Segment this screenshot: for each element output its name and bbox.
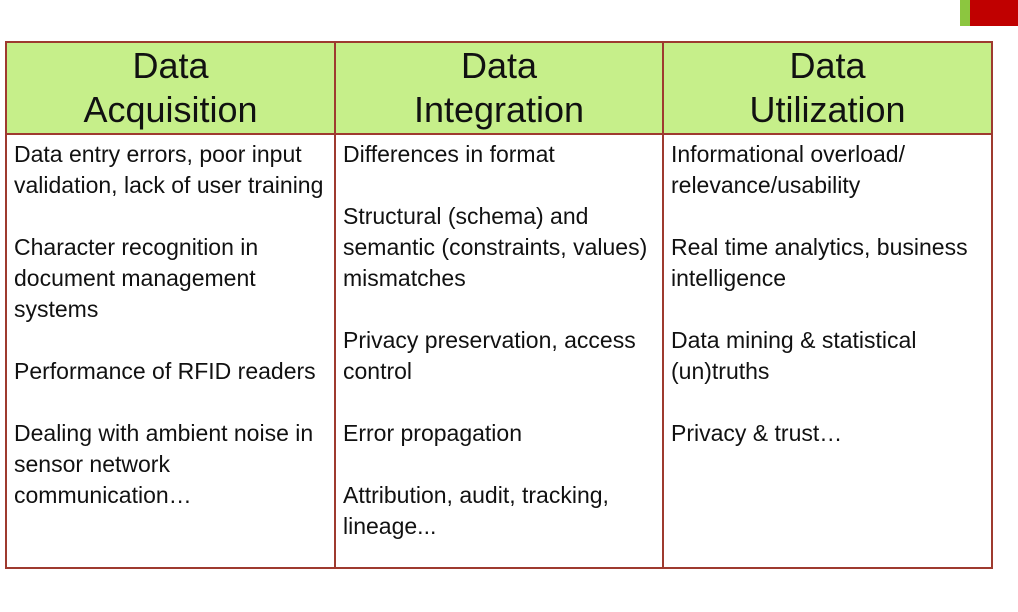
header-data-integration: Data Integration bbox=[334, 41, 664, 135]
list-item: Performance of RFID readers bbox=[14, 358, 316, 384]
header-line: Data bbox=[132, 45, 209, 86]
list-item: Structural (schema) and semantic (constr… bbox=[343, 203, 648, 291]
header-line: Utilization bbox=[749, 89, 906, 130]
header-line: Acquisition bbox=[83, 89, 258, 130]
header-row: Data Acquisition Data Integration Data U… bbox=[5, 41, 993, 135]
header-line: Data bbox=[789, 45, 866, 86]
body-row: Data entry errors, poor input validation… bbox=[5, 133, 993, 569]
list-item: Character recognition in document manage… bbox=[14, 234, 259, 322]
integration-cell: Differences in format Structural (schema… bbox=[334, 133, 664, 569]
header-line: Data bbox=[460, 45, 538, 86]
list-item: Real time analytics, business intelligen… bbox=[671, 234, 968, 291]
list-item: Data entry errors, poor input validation… bbox=[14, 141, 324, 198]
utilization-cell: Informational overload/ relevance/usabil… bbox=[662, 133, 993, 569]
accent-green-bar bbox=[960, 0, 970, 26]
accent-red-block bbox=[970, 0, 1018, 26]
list-item: Informational overload/ relevance/usabil… bbox=[671, 141, 905, 198]
header-data-acquisition: Data Acquisition bbox=[5, 41, 336, 135]
list-item: Privacy preservation, access control bbox=[343, 327, 636, 384]
list-item: Data mining & statistical (un)truths bbox=[671, 327, 917, 384]
list-item: Dealing with ambient noise in sensor net… bbox=[14, 420, 314, 508]
list-item: Error propagation bbox=[343, 420, 522, 446]
list-item: Attribution, audit, tracking, lineage... bbox=[343, 482, 609, 539]
header-line: Integration bbox=[413, 89, 585, 130]
list-item: Differences in format bbox=[343, 141, 555, 167]
data-challenges-table: Data Acquisition Data Integration Data U… bbox=[5, 41, 993, 569]
list-item: Privacy & trust… bbox=[671, 420, 843, 446]
header-data-utilization: Data Utilization bbox=[662, 41, 993, 135]
slide-corner-accent bbox=[960, 0, 1018, 26]
acquisition-cell: Data entry errors, poor input validation… bbox=[5, 133, 336, 569]
